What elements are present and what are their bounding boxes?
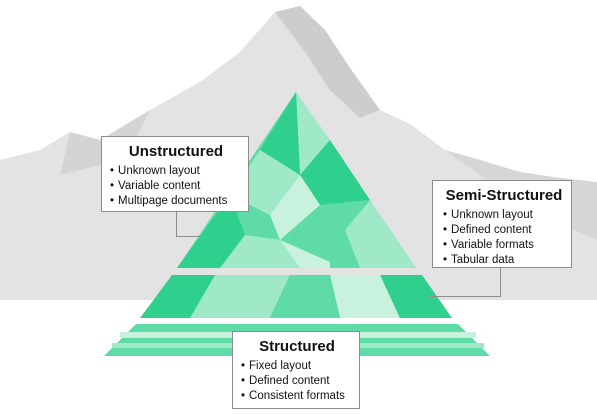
list-item: Fixed layout bbox=[241, 359, 353, 374]
list-item: Variable content bbox=[110, 179, 242, 194]
unstructured-list: Unknown layout Variable content Multipag… bbox=[110, 164, 242, 209]
facet bbox=[345, 200, 416, 268]
facet bbox=[270, 175, 320, 240]
semi-structured-title: Semi-Structured bbox=[445, 187, 563, 204]
mountain-shadow bbox=[275, 6, 380, 118]
facet bbox=[320, 200, 370, 262]
facet bbox=[330, 275, 400, 318]
connector-semi bbox=[500, 268, 501, 296]
structured-title: Structured bbox=[259, 338, 335, 355]
facet bbox=[296, 92, 330, 175]
connector-unstructured-h bbox=[176, 236, 200, 237]
facet bbox=[190, 275, 290, 318]
facet bbox=[260, 92, 300, 175]
unstructured-callout: Unstructured Unknown layout Variable con… bbox=[101, 136, 249, 212]
list-item: Unknown layout bbox=[443, 208, 565, 223]
list-item: Unknown layout bbox=[110, 164, 242, 179]
connector-semi-h bbox=[430, 296, 501, 297]
connector-unstructured bbox=[176, 212, 177, 236]
semi-structured-list: Unknown layout Defined content Variable … bbox=[443, 208, 565, 268]
facet bbox=[300, 140, 370, 205]
structured-list: Fixed layout Defined content Consistent … bbox=[241, 359, 353, 404]
facet bbox=[280, 240, 330, 268]
unstructured-title: Unstructured bbox=[128, 143, 224, 160]
list-item: Defined content bbox=[443, 223, 565, 238]
list-item: Multipage documents bbox=[110, 194, 242, 209]
list-item: Consistent formats bbox=[241, 389, 353, 404]
list-item: Defined content bbox=[241, 374, 353, 389]
list-item: Variable formats bbox=[443, 238, 565, 253]
structured-callout: Structured Fixed layout Defined content … bbox=[232, 331, 360, 409]
facet bbox=[270, 275, 340, 318]
semi-structured-callout: Semi-Structured Unknown layout Defined c… bbox=[432, 180, 572, 268]
facet bbox=[220, 235, 300, 268]
list-item: Tabular data bbox=[443, 253, 565, 268]
facet bbox=[177, 195, 245, 268]
